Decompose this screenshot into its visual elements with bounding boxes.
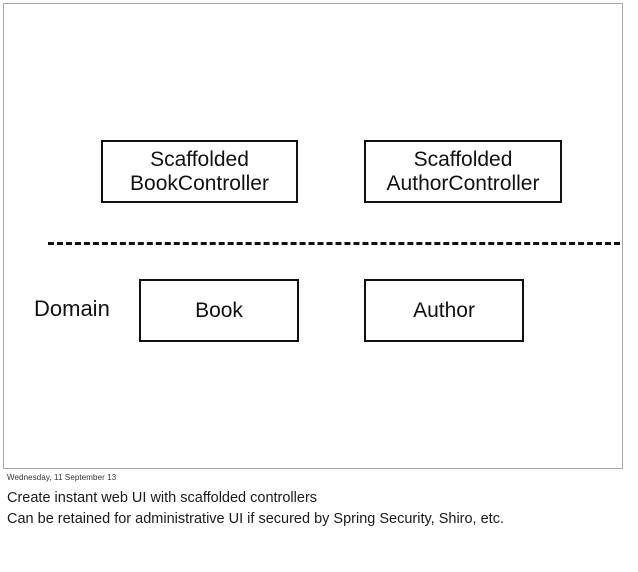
- diagram-box-book[interactable]: Book: [139, 279, 299, 342]
- presenter-notes: Create instant web UI with scaffolded co…: [7, 488, 627, 529]
- diagram-box-book-controller-label: Scaffolded BookController: [130, 147, 269, 195]
- presenter-note-line-1: Create instant web UI with scaffolded co…: [7, 490, 318, 506]
- slide-footer: Wednesday, 11 September 13 Create instan…: [0, 470, 638, 572]
- diagram-box-author-label: Author: [413, 298, 475, 322]
- diagram-box-author-controller[interactable]: Scaffolded AuthorController: [364, 140, 562, 203]
- presenter-note-line-2: Can be retained for administrative UI if…: [7, 510, 504, 527]
- diagram-box-book-label: Book: [195, 298, 243, 322]
- domain-row-label: Domain: [34, 296, 110, 321]
- diagram-box-book-controller[interactable]: Scaffolded BookController: [101, 140, 298, 203]
- diagram-box-author[interactable]: Author: [364, 279, 524, 342]
- timestamp-text: Wednesday, 11 September 13: [7, 473, 117, 482]
- dashed-separator-line: [48, 242, 620, 245]
- slide-canvas: Scaffolded BookController Scaffolded Aut…: [3, 3, 623, 469]
- diagram-box-author-controller-label: Scaffolded AuthorController: [386, 147, 540, 195]
